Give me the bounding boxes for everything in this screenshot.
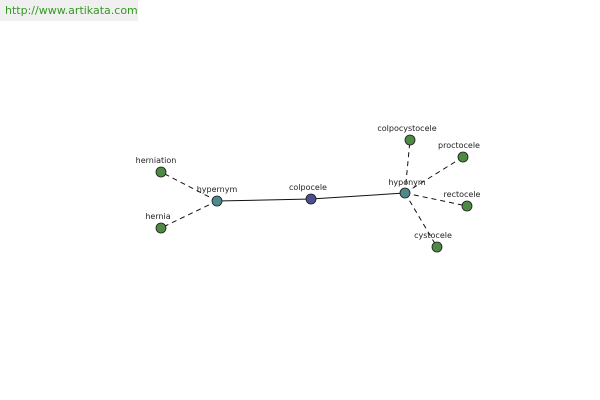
node-hyponym-label: hyponym	[388, 178, 426, 187]
node-herniation[interactable]: herniation	[136, 156, 177, 178]
node-colpocystocele-label: colpocystocele	[377, 124, 436, 133]
node-center-dot[interactable]	[305, 193, 317, 205]
node-center[interactable]: colpocele	[289, 183, 327, 205]
node-herniation-label: herniation	[136, 156, 177, 165]
node-proctocele-label: proctocele	[438, 141, 480, 150]
nodes-layer: colpocele hypernym hyponym herniation hernia…	[136, 124, 481, 253]
node-rectocele-label: rectocele	[444, 190, 481, 199]
node-rectocele[interactable]: rectocele	[444, 190, 481, 212]
node-colpocystocele-dot[interactable]	[404, 134, 416, 146]
node-colpocystocele[interactable]: colpocystocele	[377, 124, 437, 146]
node-hyponym-dot[interactable]	[399, 187, 411, 199]
edge-hypernym-herniation	[160, 171, 218, 202]
node-proctocele-dot[interactable]	[457, 151, 469, 163]
node-hernia[interactable]: hernia	[145, 212, 171, 234]
edge-hyponym-proctocele	[404, 156, 464, 194]
node-cystocele[interactable]: cystocele	[414, 231, 452, 253]
node-hernia-dot[interactable]	[155, 222, 167, 234]
edge-hyponym-rectocele	[404, 192, 468, 207]
node-rectocele-dot[interactable]	[461, 200, 473, 212]
node-hyponym[interactable]: hyponym	[388, 178, 426, 199]
node-cystocele-dot[interactable]	[431, 241, 443, 253]
edge-hyponym-cystocele	[404, 192, 438, 248]
node-herniation-dot[interactable]	[155, 166, 167, 178]
source-url-link[interactable]: http://www.artikata.com	[5, 4, 138, 17]
edge-hypernym-hernia	[160, 200, 218, 229]
node-hypernym[interactable]: hypernym	[197, 185, 238, 207]
node-hernia-label: hernia	[145, 212, 170, 221]
edges-layer	[160, 139, 468, 248]
edge-center-hyponym	[310, 192, 406, 200]
node-cystocele-label: cystocele	[414, 231, 452, 240]
edge-hypernym-center	[216, 198, 312, 202]
node-proctocele[interactable]: proctocele	[438, 141, 480, 163]
url-banner[interactable]: http://www.artikata.com	[0, 0, 138, 21]
node-hypernym-dot[interactable]	[211, 195, 223, 207]
node-center-label: colpocele	[289, 183, 327, 192]
node-hypernym-label: hypernym	[197, 185, 238, 194]
